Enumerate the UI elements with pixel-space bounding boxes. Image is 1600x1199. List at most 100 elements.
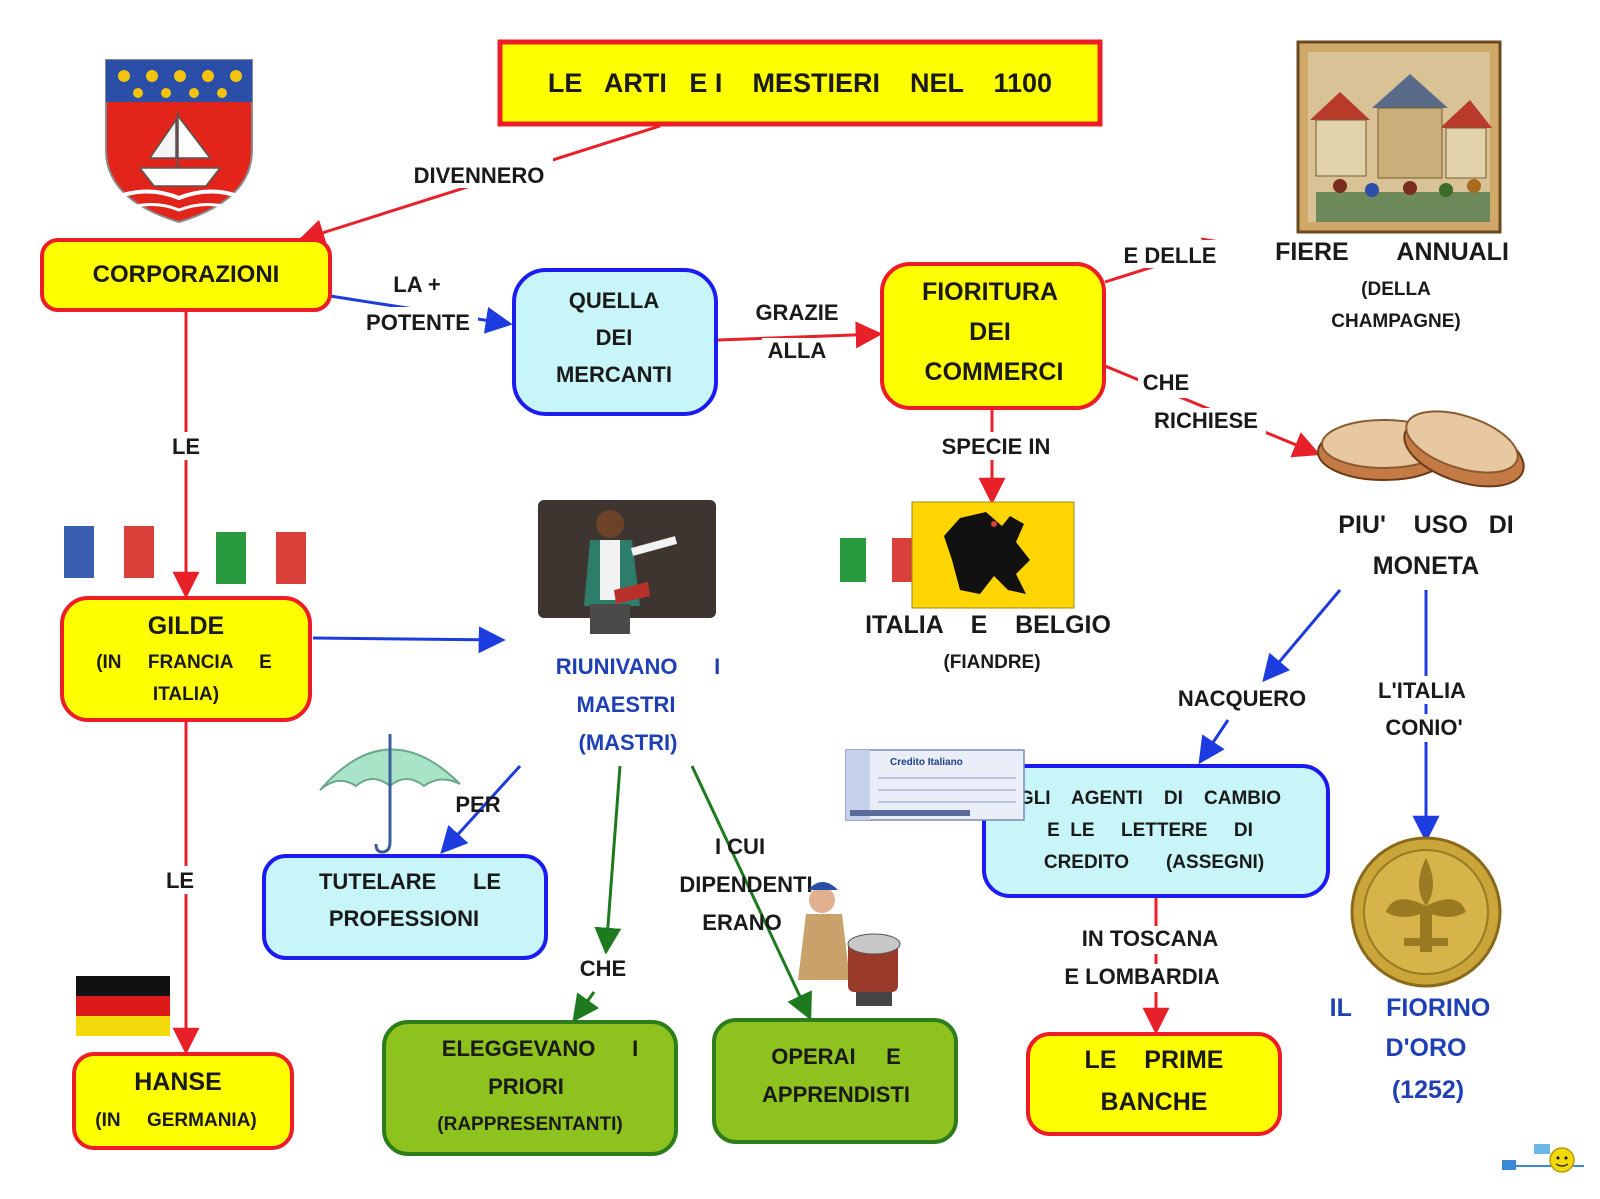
- node-fioritura-line2: DEI: [969, 318, 1011, 346]
- node-riunivano-line2: MAESTRI: [577, 692, 676, 717]
- node-priori-line2: PRIORI: [488, 1074, 564, 1099]
- gold-florin-icon: [1350, 836, 1502, 988]
- cheque-icon: Credito Italiano: [845, 749, 1025, 821]
- arrow-moneta-nacquero: [1262, 589, 1342, 683]
- label-che-2: CHE: [580, 956, 626, 981]
- label-la-potente-2: POTENTE: [366, 310, 470, 335]
- flag-italy-small-icon: [840, 538, 918, 582]
- node-moneta-line1: PIU' USO DI: [1338, 511, 1513, 539]
- node-mercanti-line2: DEI: [596, 325, 633, 350]
- node-gilde-line1: GILDE: [148, 612, 224, 640]
- arrow-che-priori: [572, 991, 600, 1023]
- node-mercanti[interactable]: QUELLA DEI MERCANTI: [512, 268, 718, 416]
- label-i-cui: I CUI: [715, 834, 765, 859]
- label-grazie: GRAZIE: [755, 300, 838, 325]
- node-gilde-line2: (IN FRANCIA E: [96, 652, 272, 673]
- arrow-nacquero-agenti: [1198, 719, 1230, 765]
- node-riunivano-line3: (MASTRI): [579, 730, 678, 755]
- label-specie-in: SPECIE IN: [942, 434, 1051, 459]
- worker-machine-icon: [798, 882, 901, 1006]
- arrow-riunivano-tutelare: [440, 764, 522, 854]
- title-box: LE ARTI E I MESTIERI NEL 1100: [497, 39, 1103, 127]
- node-agenti-line3: CREDITO (ASSEGNI): [1044, 852, 1264, 873]
- label-conio: CONIO': [1385, 715, 1462, 740]
- node-corporazioni[interactable]: CORPORAZIONI: [40, 238, 332, 312]
- teacher-chalkboard-icon: [538, 500, 716, 634]
- node-priori[interactable]: ELEGGEVANO I PRIORI (RAPPRESENTANTI): [382, 1020, 678, 1156]
- label-che: CHE: [1143, 370, 1189, 395]
- node-riunivano[interactable]: RIUNIVANO I MAESTRI (MASTRI): [556, 654, 721, 755]
- node-hanse-line1: HANSE: [134, 1068, 222, 1096]
- arrow-riunivano-priori: [594, 765, 622, 955]
- node-gilde[interactable]: GILDE (IN FRANCIA E ITALIA): [60, 596, 312, 722]
- umbrella-icon: [319, 734, 461, 854]
- label-le-1: LE: [172, 434, 200, 459]
- node-fiere-line2: (DELLA: [1361, 279, 1431, 300]
- label-divennero: DIVENNERO: [414, 163, 545, 188]
- coins-icon: [1317, 410, 1525, 488]
- label-e-delle: E DELLE: [1124, 243, 1217, 268]
- label-alla: ALLA: [768, 338, 827, 363]
- node-fioritura-line1: FIORITURA: [922, 278, 1058, 306]
- label-nacquero: NACQUERO: [1178, 686, 1306, 711]
- node-moneta[interactable]: PIU' USO DI MONETA: [1338, 511, 1513, 580]
- node-banche-line2: BANCHE: [1101, 1088, 1208, 1116]
- cheque-bank-name: Credito Italiano: [890, 757, 963, 768]
- coat-of-arms-icon: [105, 59, 253, 224]
- node-banche[interactable]: LE PRIME BANCHE: [1026, 1032, 1282, 1136]
- arrow-gilde-riunivano: [312, 626, 506, 654]
- flag-flanders-icon: [911, 501, 1075, 609]
- label-e-lombardia: E LOMBARDIA: [1064, 964, 1219, 989]
- node-italia-belgio[interactable]: ITALIA E BELGIO (FIANDRE): [865, 611, 1111, 673]
- node-operai-line2: APPRENDISTI: [762, 1082, 910, 1107]
- node-fiere-line1: FIERE ANNUALI: [1275, 238, 1509, 266]
- node-mercanti-line3: MERCANTI: [556, 362, 672, 387]
- node-fiorino-line2: D'ORO: [1386, 1034, 1467, 1062]
- node-operai[interactable]: OPERAI E APPRENDISTI: [712, 1018, 958, 1144]
- node-tutelare-line1: TUTELARE LE: [319, 869, 501, 894]
- node-agenti-line1: GLI AGENTI DI CAMBIO: [1019, 788, 1281, 809]
- label-erano: ERANO: [702, 910, 781, 935]
- flag-italy-icon: [216, 532, 306, 584]
- link-labels: DIVENNERO LA + POTENTE GRAZIE ALLA E DEL…: [158, 158, 1474, 992]
- node-italia-belgio-line1: ITALIA E BELGIO: [865, 611, 1111, 639]
- node-gilde-line3: ITALIA): [153, 684, 219, 705]
- node-priori-line3: (RAPPRESENTANTI): [437, 1114, 622, 1135]
- arrow-riunivano-operai: [690, 765, 812, 1021]
- node-fiere-line3: CHAMPAGNE): [1331, 311, 1460, 332]
- label-la-potente-1: LA +: [393, 272, 440, 297]
- label-dipendenti: DIPENDENTI: [679, 872, 812, 897]
- node-tutelare[interactable]: TUTELARE LE PROFESSIONI: [262, 854, 548, 960]
- node-agenti-line2: E LE LETTERE DI: [1047, 820, 1253, 841]
- node-fiorino[interactable]: IL FIORINO D'ORO (1252): [1330, 994, 1491, 1104]
- node-priori-line1: ELEGGEVANO I: [442, 1036, 638, 1061]
- node-italia-belgio-line2: (FIANDRE): [943, 652, 1040, 673]
- node-tutelare-line2: PROFESSIONI: [329, 906, 479, 931]
- label-in-toscana: IN TOSCANA: [1082, 926, 1219, 951]
- node-mercanti-line1: QUELLA: [569, 288, 660, 313]
- node-banche-line1: LE PRIME: [1085, 1046, 1224, 1074]
- mappe-logo-icon: [1502, 1144, 1584, 1173]
- node-fiere[interactable]: FIERE ANNUALI (DELLA CHAMPAGNE): [1275, 238, 1509, 332]
- flag-germany-icon: [76, 976, 170, 1036]
- label-le-2: LE: [166, 868, 194, 893]
- page-title: LE ARTI E I MESTIERI NEL 1100: [548, 68, 1052, 98]
- node-corporazioni-label: CORPORAZIONI: [93, 261, 280, 288]
- node-fioritura-line3: COMMERCI: [925, 358, 1064, 386]
- node-hanse-line2: (IN GERMANIA): [95, 1110, 257, 1131]
- node-riunivano-line1: RIUNIVANO I: [556, 654, 721, 679]
- node-fiorino-line1: IL FIORINO: [1330, 994, 1491, 1022]
- node-operai-line1: OPERAI E: [771, 1044, 901, 1069]
- node-fiorino-line3: (1252): [1392, 1076, 1464, 1104]
- label-litalia: L'ITALIA: [1378, 678, 1466, 703]
- node-hanse[interactable]: HANSE (IN GERMANIA): [72, 1052, 294, 1150]
- flag-france-icon: [64, 526, 154, 578]
- medieval-fair-picture-icon: [1296, 40, 1502, 234]
- node-agenti[interactable]: GLI AGENTI DI CAMBIO E LE LETTERE DI CRE…: [982, 764, 1330, 898]
- node-fioritura[interactable]: FIORITURA DEI COMMERCI: [880, 262, 1106, 410]
- arrow-mercanti-fioritura: [717, 321, 883, 349]
- label-per: PER: [455, 792, 500, 817]
- label-richiese: RICHIESE: [1154, 408, 1258, 433]
